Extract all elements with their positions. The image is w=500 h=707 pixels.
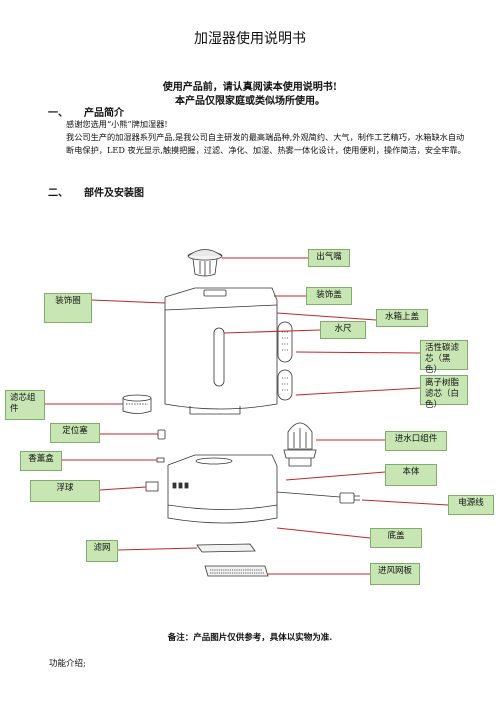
image-note: 备注：产品图片仅供参考，具体以实物为准. [167, 633, 333, 643]
label-carbon-filter: 活性碳滤芯（黑色） [420, 340, 468, 375]
label-water-gauge: 水尺 [320, 321, 366, 339]
carbon-filter-part [277, 321, 293, 363]
warning-line-2: 本产品仅限家庭或类似场所使用。 [175, 96, 325, 107]
filter-core-part [122, 394, 152, 414]
power-cord-part [276, 491, 360, 504]
warning-line-1: 使用产品前，请认真阅读本使用说明书! [162, 82, 338, 93]
label-outlet: 出气嘴 [308, 249, 350, 267]
section1-number: 一、 [48, 108, 68, 119]
label-aroma: 香薰盒 [20, 451, 62, 471]
label-cord: 电源线 [448, 495, 494, 515]
label-vent: 进风网板 [370, 563, 420, 585]
label-filter-set: 滤芯组件 [5, 390, 45, 420]
float-part [145, 481, 159, 492]
label-body: 本体 [385, 464, 437, 486]
label-float: 浮球 [30, 480, 100, 502]
main-body-part [167, 454, 278, 524]
intro-line-1: 感谢您选用“小熊”牌加湿器! [66, 119, 168, 129]
function-heading: 功能介绍; [49, 659, 86, 669]
label-mesh: 滤网 [86, 540, 118, 562]
label-deco-ring: 装饰圈 [44, 293, 92, 323]
section2-title: 部件及安装图 [84, 188, 144, 199]
label-tank-cover: 水箱上盖 [376, 309, 428, 327]
label-base: 底盖 [370, 528, 422, 548]
inlet-part [283, 422, 317, 467]
label-ion-filter: 离子树脂滤芯（白色） [420, 375, 468, 410]
label-plug: 定位塞 [50, 423, 100, 443]
label-deco-cover: 装饰盖 [306, 287, 352, 305]
outlet-nozzle-part [187, 249, 223, 277]
intro-paragraph: 我公司生产的加湿器系列产品,是我公司自主研发的最高端品种,外观简约、大气，制作工… [66, 132, 466, 155]
ion-filter-part [277, 369, 293, 401]
label-inlet: 进水口组件 [385, 431, 447, 451]
vent-plate-part [204, 565, 269, 577]
filter-mesh-part [196, 543, 256, 553]
section1-title: 产品简介 [84, 108, 124, 119]
plug-part [157, 429, 166, 440]
page-title: 加湿器使用说明书 [194, 31, 306, 47]
aroma-box-part [156, 457, 165, 463]
water-tank-part [164, 287, 278, 415]
section2-number: 二、 [48, 188, 68, 199]
